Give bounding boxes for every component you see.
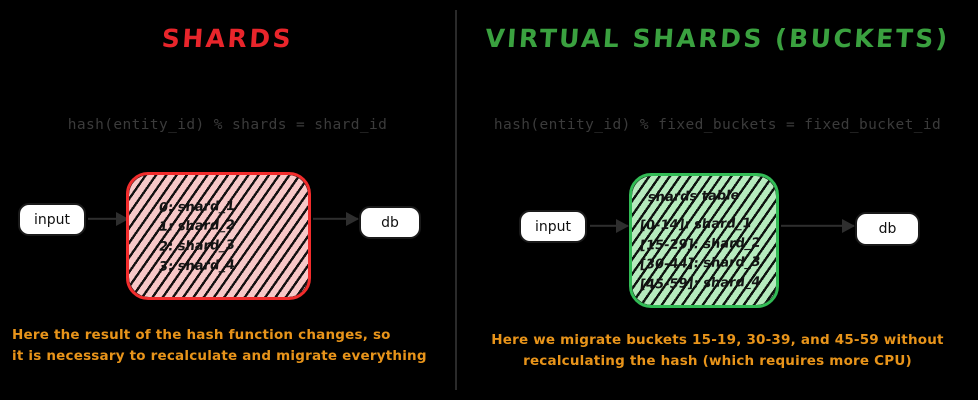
panel-virtual-shards: VIRTUAL SHARDS (BUCKETS) hash(entity_id)…	[457, 0, 978, 400]
node-input-left[interactable]: input	[18, 203, 86, 236]
caption-shards: Here the result of the hash function cha…	[12, 325, 427, 367]
arrow-shaft	[313, 217, 358, 221]
caption-virtual-shards-line-2: recalculating the hash (which requires m…	[523, 352, 912, 369]
buckets-box-hatching	[632, 176, 776, 305]
panel-divider	[455, 10, 457, 390]
node-db-left[interactable]: db	[359, 206, 421, 239]
caption-shards-line-2: it is necessary to recalculate and migra…	[12, 347, 427, 364]
caption-virtual-shards: Here we migrate buckets 15-19, 30-39, an…	[457, 330, 978, 372]
arrow-input-to-buckets	[590, 213, 629, 239]
node-input-right[interactable]: input	[519, 210, 587, 243]
page-title-shards: SHARDS	[160, 24, 295, 53]
buckets-mapping-box: shards table [0-14]: shard_1 [15-29]: sh…	[629, 173, 779, 308]
arrow-buckets-to-db	[781, 213, 855, 239]
node-db-left-label: db	[381, 214, 399, 231]
caption-virtual-shards-line-1: Here we migrate buckets 15-19, 30-39, an…	[491, 332, 944, 348]
node-db-right-label: db	[878, 221, 897, 237]
shards-box-hatching	[129, 175, 308, 297]
page-title-virtual-shards: VIRTUAL SHARDS (BUCKETS)	[484, 24, 951, 53]
formula-virtual-shards: hash(entity_id) % fixed_buckets = fixed_…	[493, 117, 942, 133]
buckets-row-3: [45-59]: shard_4	[639, 274, 762, 293]
arrow-shaft	[88, 217, 128, 221]
buckets-mapping-list: shards table [0-14]: shard_1 [15-29]: sh…	[632, 176, 776, 305]
arrow-input-to-shards	[88, 206, 129, 232]
buckets-row-0: [0-14]: shard_1	[639, 215, 753, 234]
arrow-head-icon	[116, 212, 129, 226]
node-db-right[interactable]: db	[855, 212, 920, 246]
arrow-shaft	[590, 224, 628, 228]
shards-row-3: 3: shard_4	[158, 257, 236, 275]
node-input-right-label: input	[534, 218, 571, 235]
arrow-head-icon	[346, 212, 359, 226]
arrow-shaft	[781, 224, 854, 228]
arrow-shards-to-db	[313, 206, 359, 232]
formula-shards: hash(entity_id) % shards = shard_id	[67, 117, 388, 133]
caption-shards-line-1: Here the result of the hash function cha…	[12, 327, 391, 343]
panel-shards: SHARDS hash(entity_id) % shards = shard_…	[0, 0, 455, 400]
shards-mapping-list: 0: shard_1 1: shard_2 2: shard_3 3: shar…	[129, 175, 308, 297]
arrow-head-icon	[842, 219, 855, 233]
arrow-head-icon	[616, 219, 629, 233]
shards-mapping-box: 0: shard_1 1: shard_2 2: shard_3 3: shar…	[126, 172, 311, 300]
buckets-table-heading: shards table	[647, 188, 741, 206]
node-input-left-label: input	[33, 211, 70, 228]
